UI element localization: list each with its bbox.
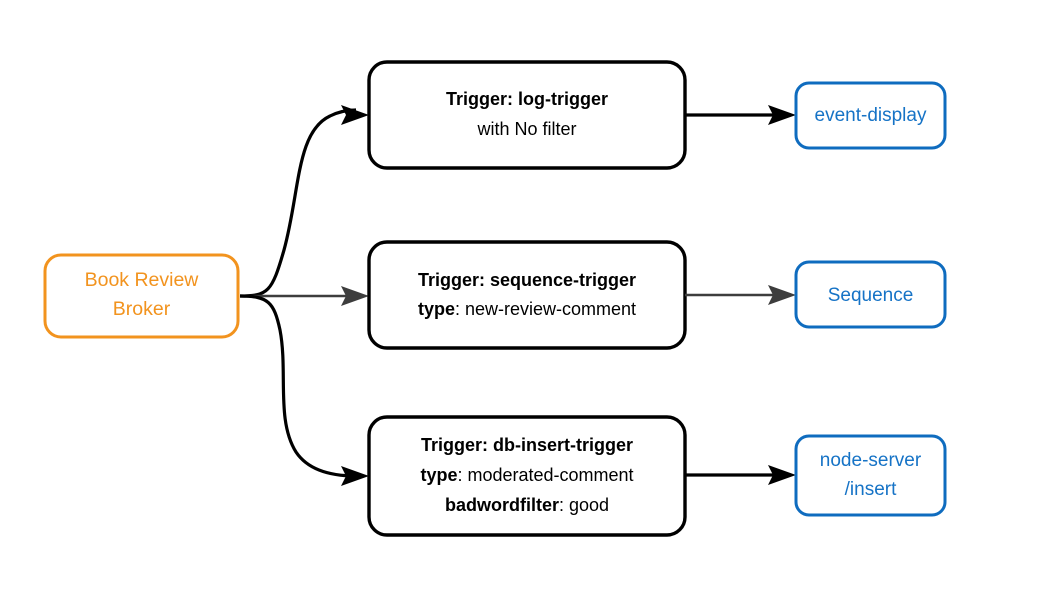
trigger-3-line1: Trigger: db-insert-trigger [421,435,633,455]
edge-log-trigger-to-event-display [685,105,796,125]
broker-box-shape [43,253,240,339]
node-trigger-sequence-trigger[interactable]: Trigger: sequence-trigger type: new-revi… [367,240,687,350]
trigger-2-line2: type: new-review-comment [418,299,636,319]
edge-broker-to-log-trigger [239,105,369,298]
node-target-event-display[interactable]: event-display [794,81,947,150]
trigger-2-box-shape [367,240,687,350]
arrowhead-target-1 [768,105,796,125]
trigger-3-line2: type: moderated-comment [420,465,633,485]
edge-path-upper [239,108,357,298]
edge-broker-to-sequence-trigger [240,286,369,306]
broker-label-line1: Book Review [85,269,200,291]
target-3-label-line2: /insert [845,479,897,500]
arrowhead-target-3 [768,465,796,485]
broker-label-line2: Broker [113,298,171,320]
trigger-1-line1: Trigger: log-trigger [446,89,608,109]
target-2-box-shape [794,260,947,329]
edge-path-lower [239,294,357,478]
arrowhead-upper [341,105,369,125]
trigger-2-line1: Trigger: sequence-trigger [418,270,636,290]
target-3-box-shape [794,434,947,517]
target-2-label: Sequence [828,285,914,306]
arrowhead-lower [341,466,369,486]
node-book-review-broker[interactable]: Book Review Broker [43,253,240,339]
trigger-1-line2: with No filter [476,119,576,139]
node-target-sequence[interactable]: Sequence [794,260,947,329]
target-1-label: event-display [815,105,927,126]
node-trigger-log-trigger[interactable]: Trigger: log-trigger with No filter [367,60,687,170]
trigger-1-box-shape [367,60,687,170]
edge-broker-to-db-insert-trigger [239,294,369,486]
arrowhead-target-2 [768,285,796,305]
node-target-node-server-insert[interactable]: node-server /insert [794,434,947,517]
node-trigger-db-insert-trigger[interactable]: Trigger: db-insert-trigger type: moderat… [367,415,687,537]
target-1-box-shape [794,81,947,150]
arrowhead-middle [341,286,369,306]
edge-sequence-trigger-to-sequence [685,285,796,305]
target-3-label-line1: node-server [820,450,922,471]
trigger-3-line3: badwordfilter: good [445,495,609,515]
edge-db-insert-trigger-to-node-server [685,465,796,485]
